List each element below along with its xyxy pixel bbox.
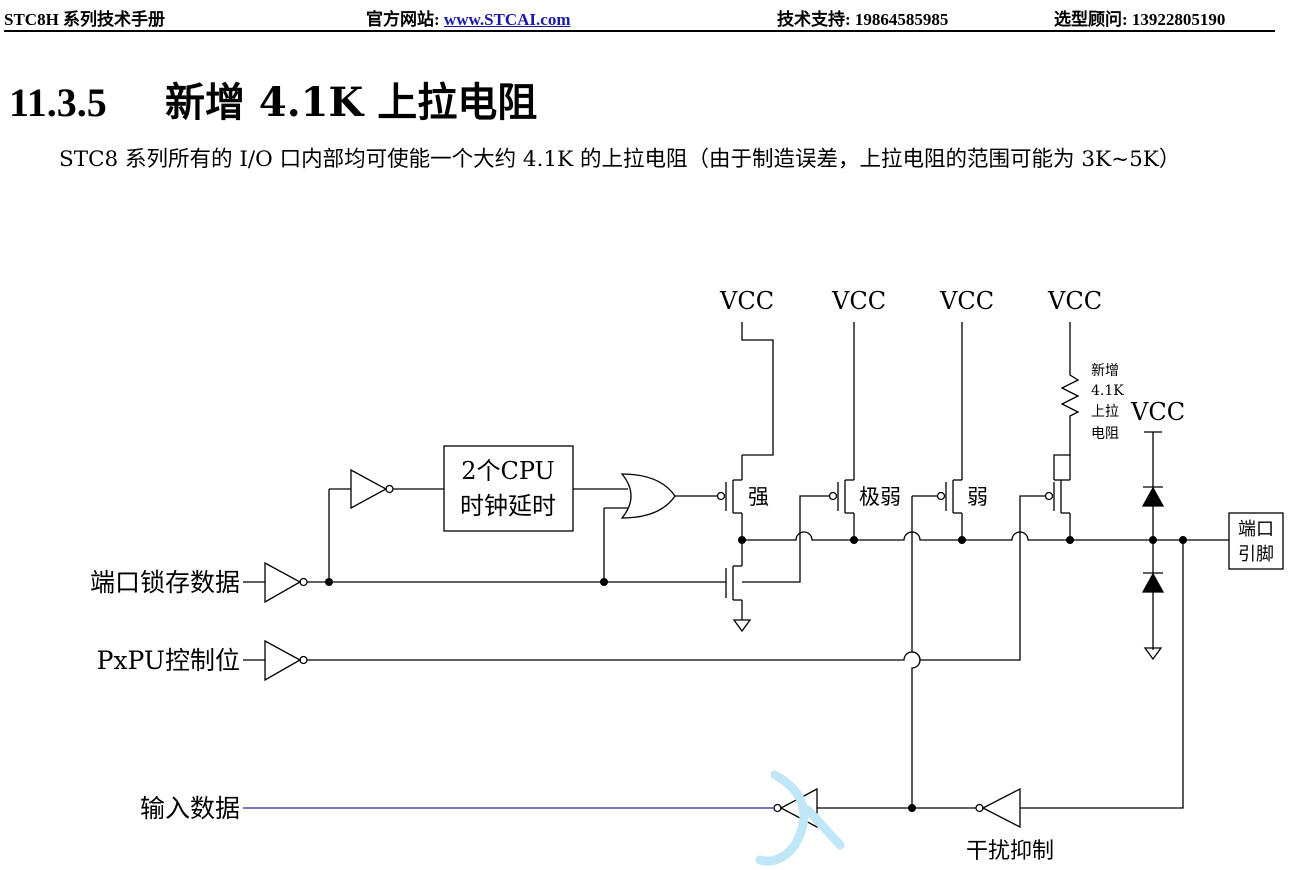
- watermark-logo: [755, 770, 845, 866]
- website: 官方网站: www.STCAI.com: [366, 5, 570, 30]
- signal-pxpu-label: PxPU控制位: [97, 646, 240, 675]
- pxpu-line: [307, 495, 1045, 661]
- pmos-weak-bubble: [936, 491, 946, 501]
- pullup-resistor: [1053, 360, 1080, 480]
- inverter-delay-input: [350, 468, 388, 510]
- page-header: STC8H 系列技术手册 官方网站: www.STCAI.com 技术支持: 1…: [0, 0, 1289, 34]
- diode-upper: [1141, 486, 1165, 507]
- vcc-label-5: VCC: [1130, 398, 1185, 426]
- port-pin-box: [1228, 512, 1284, 570]
- section-title: 新增 4.1K 上拉电阻: [165, 79, 538, 126]
- section-heading: 11.3.5 新增 4.1K 上拉电阻: [9, 70, 537, 128]
- body-paragraph: STC8 系列所有的 I/O 口内部均可使能一个大约 4.1K 的上拉电阻（由于…: [59, 147, 1181, 172]
- interference-label: 干扰抑制: [966, 839, 1054, 864]
- vcc-label-3: VCC: [939, 287, 994, 315]
- label-strong: 强: [748, 485, 769, 509]
- resistor-label-2: 4.1K: [1091, 383, 1124, 399]
- port-pin-label-2: 引脚: [1238, 544, 1274, 565]
- vcc-label-1: VCC: [719, 287, 774, 315]
- ground-symbol-nmos: [732, 619, 752, 633]
- consultant-phone: 选型顾问: 13922805190: [1054, 10, 1226, 29]
- resistor-label-4: 电阻: [1091, 426, 1119, 442]
- header-divider: [4, 30, 1275, 32]
- latch-buffer: [264, 561, 302, 604]
- vcc-label-4: VCC: [1047, 287, 1102, 315]
- signal-latch-label: 端口锁存数据: [90, 568, 240, 597]
- delay-box-line-1: 2个CPU: [461, 457, 555, 485]
- resistor-label-1: 新增: [1091, 363, 1119, 379]
- website-label: 官方网站:: [366, 10, 444, 29]
- label-very-weak: 极弱: [859, 485, 901, 509]
- diode-lower: [1141, 572, 1165, 593]
- pmos-very-weak-bubble: [828, 491, 838, 501]
- vcc-wire-1: [741, 322, 774, 456]
- resistor-label-3: 上拉: [1091, 404, 1119, 420]
- port-pin-label-1: 端口: [1238, 519, 1274, 540]
- section-number: 11.3.5: [9, 80, 107, 125]
- ground-symbol-diode: [1143, 647, 1163, 661]
- pmos-strong-bubble: [716, 491, 726, 501]
- very-weak-drive: [742, 495, 829, 583]
- support-phone: 技术支持: 19864585985: [777, 10, 949, 29]
- label-weak: 弱: [967, 485, 988, 509]
- manual-title: STC8H 系列技术手册: [4, 10, 166, 29]
- or-gate: [620, 473, 676, 519]
- interference-buffer: [981, 787, 1021, 829]
- website-link[interactable]: www.STCAI.com: [443, 10, 571, 29]
- pmos-pullup-bubble: [1044, 491, 1054, 501]
- signal-input-label: 输入数据: [140, 794, 240, 823]
- vcc-label-2: VCC: [831, 287, 886, 315]
- pxpu-buffer: [264, 639, 302, 682]
- delay-box-line-2: 时钟延时: [460, 492, 556, 520]
